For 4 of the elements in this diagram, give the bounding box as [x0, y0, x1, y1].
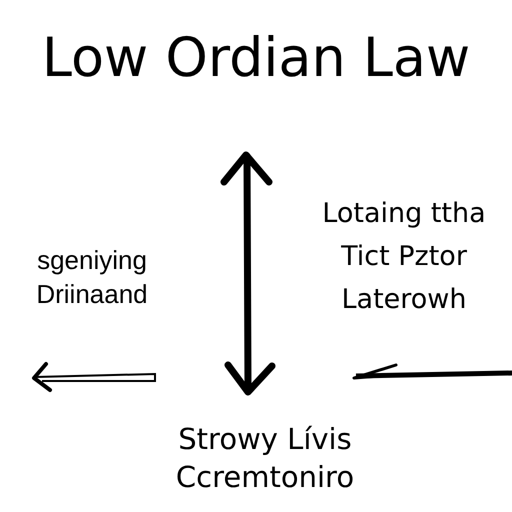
text-label: Lotaing ttha Tict Pztor Laterowh — [321, 197, 487, 317]
text-label: Strowy Lívis Ccremtoniro — [174, 421, 356, 496]
text-label: sgeniying Driinaand — [35, 244, 149, 311]
diagram-title: Low Ordian Law — [40, 26, 472, 90]
